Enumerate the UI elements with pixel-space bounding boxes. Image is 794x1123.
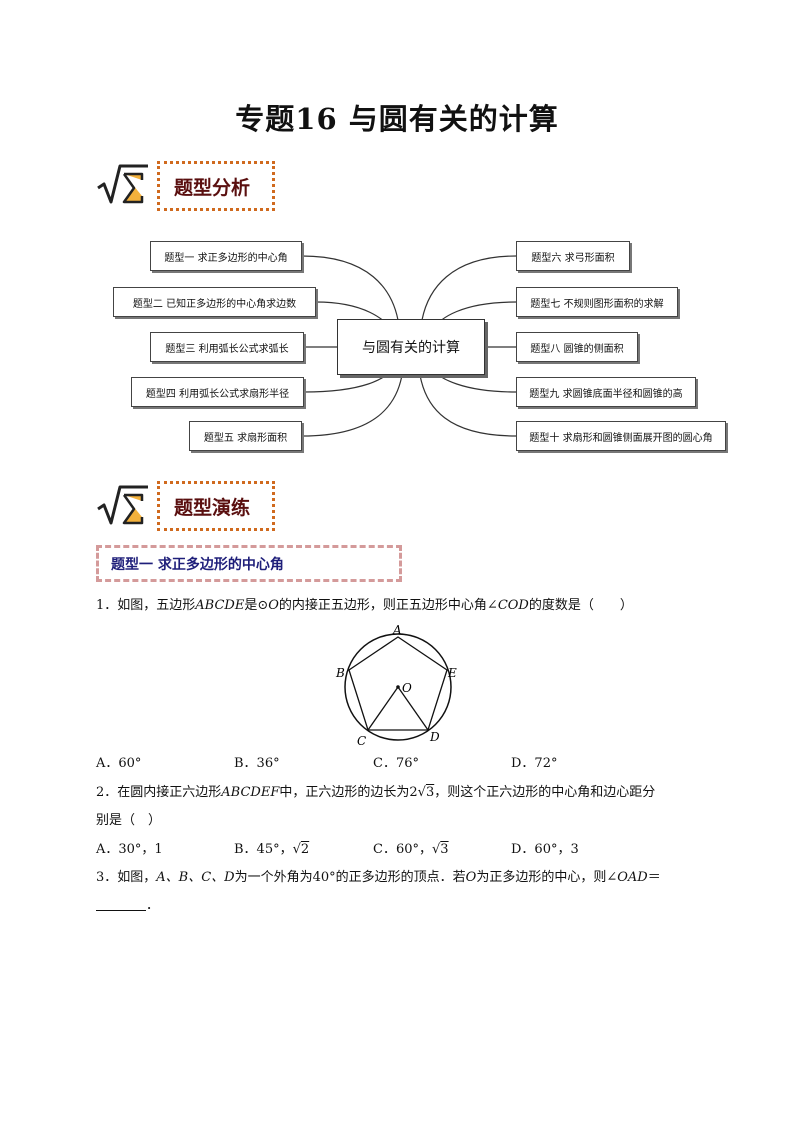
option-d[interactable]: D．72°: [511, 756, 558, 771]
answer-blank[interactable]: [96, 896, 146, 911]
mindmap-node-type3: 题型三 利用弧长公式求弧长: [150, 332, 304, 362]
option-b[interactable]: B．36°: [234, 756, 280, 771]
mindmap-node-type9: 题型九 求圆锥底面半径和圆锥的高: [516, 377, 696, 407]
option-a[interactable]: A．60°: [96, 756, 142, 771]
question-2-text: 2．在圆内接正六边形ABCDEF中，正六边形的边长为2√3，则这个正六边形的中心…: [96, 785, 656, 800]
page-title: 专题16 与圆有关的计算: [235, 102, 559, 136]
section-header-analysis: 题型分析: [157, 161, 275, 211]
topic-header-type1: 题型一 求正多边形的中心角: [96, 545, 402, 582]
option-c[interactable]: C．60°，√3: [373, 842, 449, 857]
question-2-text-line2: 别是（ ）: [96, 813, 162, 828]
mindmap-node-type1: 题型一 求正多边形的中心角: [150, 241, 302, 271]
section-header-practice: 题型演练: [157, 481, 275, 531]
question-3-text: 3．如图，A、B、C、D为一个外角为40°的正多边形的顶点．若O为正多边形的中心…: [96, 870, 661, 885]
mindmap-center-node: 与圆有关的计算: [337, 319, 485, 375]
option-c[interactable]: C．76°: [373, 756, 419, 771]
question-3-answer-line: ．: [96, 896, 159, 916]
mindmap-node-type8: 题型八 圆锥的侧面积: [516, 332, 638, 362]
mindmap-node-type7: 题型七 不规则图形面积的求解: [516, 287, 678, 317]
figure-label-e: E: [447, 666, 457, 680]
option-a[interactable]: A．30°，1: [96, 842, 163, 857]
figure-label-o: O: [402, 681, 412, 695]
figure-label-b: B: [335, 666, 345, 680]
question-1-text: 1．如图，五边形ABCDE是⊙O的内接正五边形，则正五边形中心角∠COD的度数是…: [96, 598, 633, 613]
pentagon-in-circle-figure: A B E C D O: [335, 623, 457, 748]
figure-label-a: A: [392, 623, 402, 637]
mindmap-node-type4: 题型四 利用弧长公式求扇形半径: [131, 377, 304, 407]
mindmap-node-type6: 题型六 求弓形面积: [516, 241, 630, 271]
mindmap-connectors: [301, 255, 517, 437]
sqrt-sigma-icon: [97, 164, 148, 204]
figure-label-d: D: [429, 730, 440, 744]
mindmap-node-type10: 题型十 求扇形和圆锥侧面展开图的圆心角: [516, 421, 726, 451]
figure-label-c: C: [357, 734, 366, 748]
mindmap-node-type2: 题型二 已知正多边形的中心角求边数: [113, 287, 316, 317]
option-b[interactable]: B．45°，√2: [234, 842, 310, 857]
mindmap-node-type5: 题型五 求扇形面积: [189, 421, 302, 451]
sqrt-sigma-icon: [97, 485, 148, 525]
option-d[interactable]: D．60°，3: [511, 842, 579, 857]
